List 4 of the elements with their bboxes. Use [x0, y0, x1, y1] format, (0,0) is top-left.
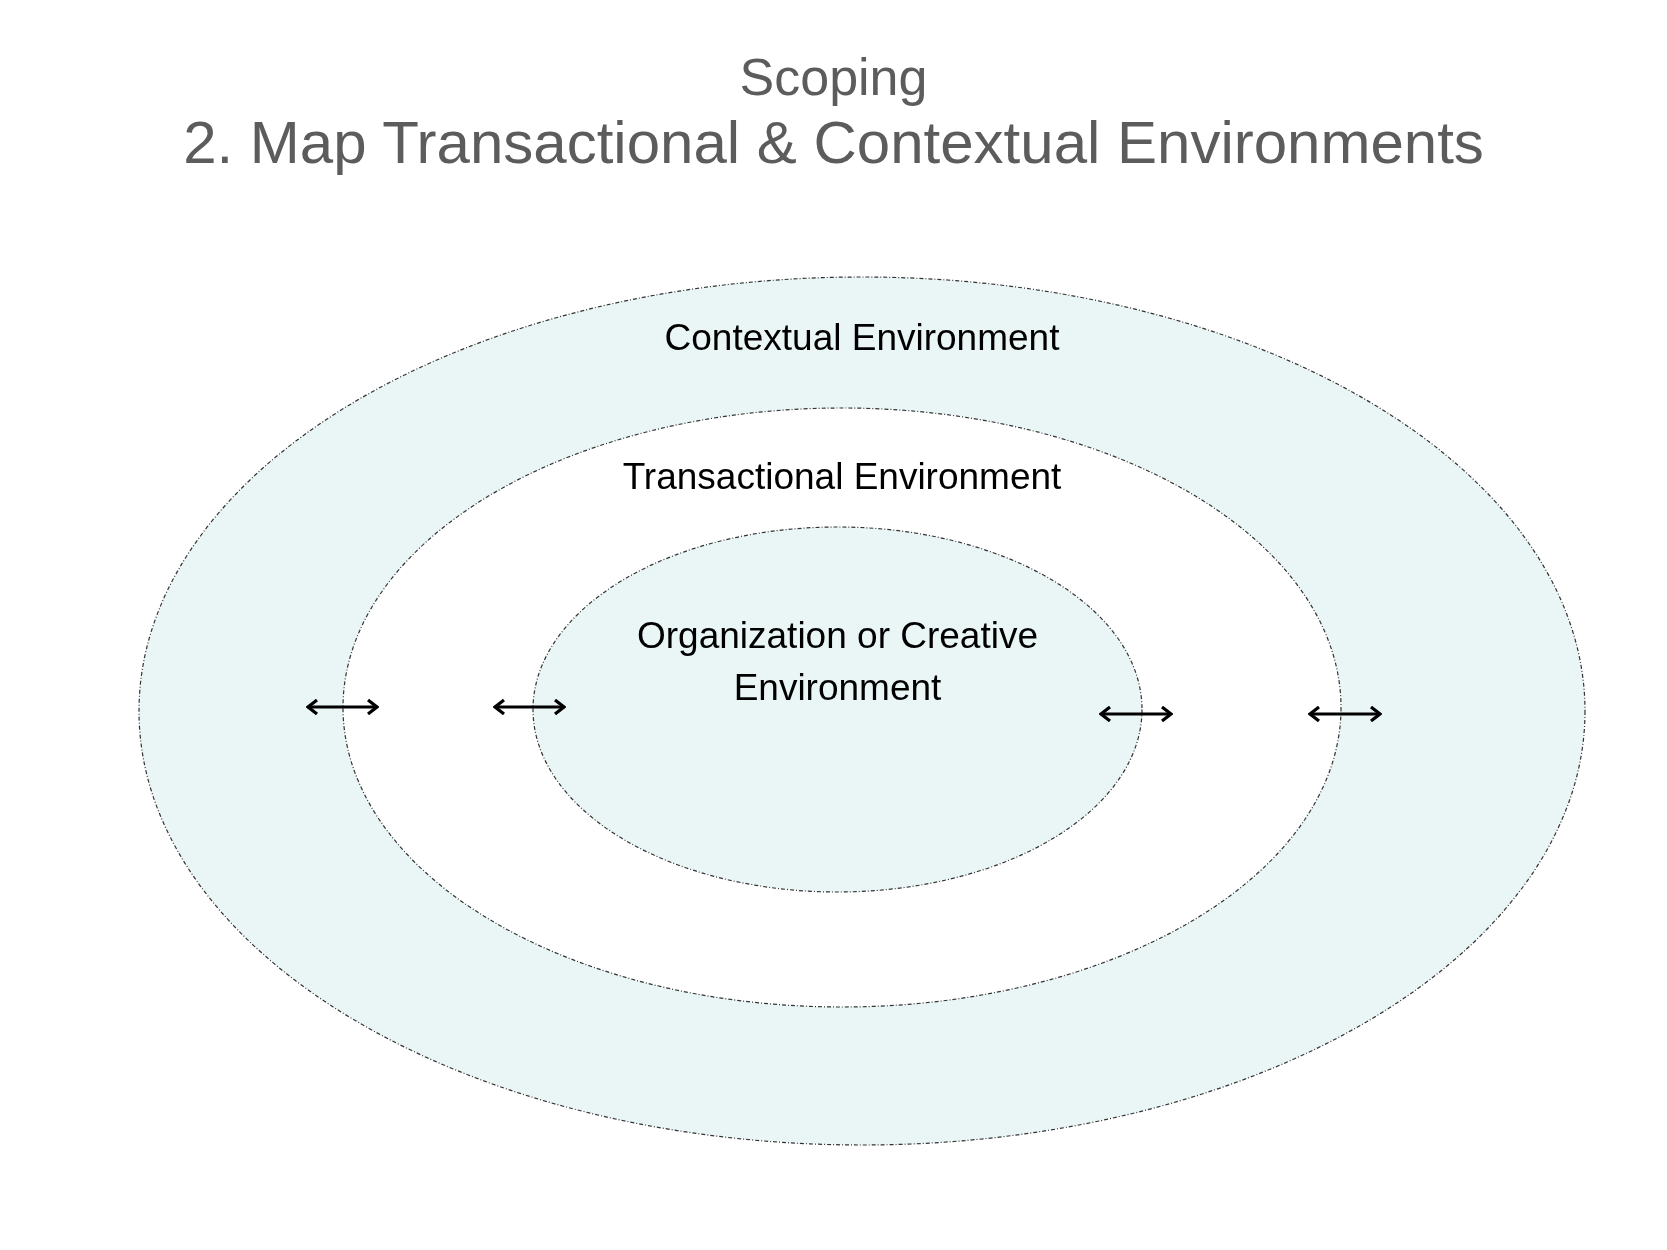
zone-label: Transactional Environment — [621, 455, 1063, 499]
zone-label: Contextual Environment — [663, 316, 1061, 360]
zone-label: Organization or Creative Environment — [636, 614, 1039, 710]
title: Scoping 2. Map Transactional & Contextual Environments — [182, 47, 1485, 176]
